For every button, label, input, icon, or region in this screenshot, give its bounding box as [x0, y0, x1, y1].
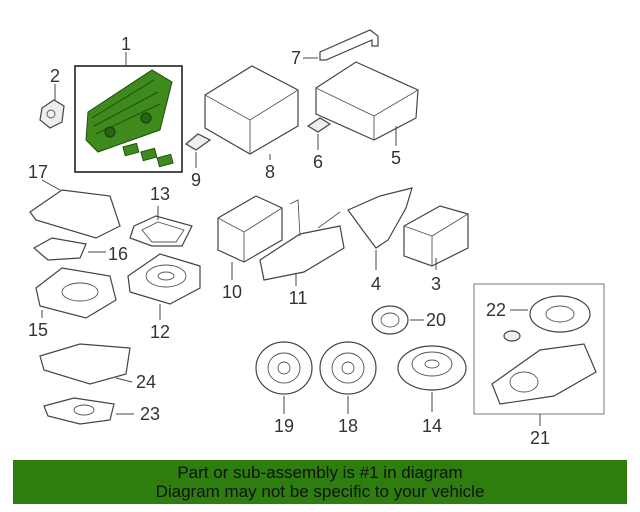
callout-2: 2 — [50, 66, 60, 86]
banner-line-1: Part or sub-assembly is #1 in diagram — [177, 463, 463, 482]
callout-13: 13 — [150, 184, 170, 204]
callout-19: 19 — [274, 416, 294, 436]
info-banner: Part or sub-assembly is #1 in diagram Di… — [13, 460, 627, 504]
callout-labels: 1 2 3 4 5 6 7 8 9 10 11 12 13 14 15 16 1… — [28, 34, 550, 448]
callout-8: 8 — [265, 162, 275, 182]
part-16-cover[interactable] — [32, 237, 87, 261]
part-7-bracket[interactable] — [319, 29, 379, 61]
part-13-gasket[interactable] — [129, 215, 193, 247]
callout-18: 18 — [338, 416, 358, 436]
part-17-trim-panel[interactable] — [29, 189, 121, 239]
callout-23: 23 — [140, 404, 160, 424]
part-2-knob[interactable] — [39, 99, 65, 129]
callout-22: 22 — [486, 300, 506, 320]
part-21-assembly[interactable] — [473, 283, 605, 415]
part-12-speaker[interactable] — [127, 253, 201, 305]
callout-4: 4 — [371, 274, 381, 294]
part-20-tweeter[interactable] — [371, 305, 409, 335]
part-23-bracket[interactable] — [43, 397, 115, 425]
callout-3: 3 — [431, 274, 441, 294]
part-8-module[interactable] — [204, 65, 299, 155]
callout-17: 17 — [28, 162, 48, 182]
part-10-amplifier[interactable] — [217, 195, 283, 263]
part-3-module[interactable] — [403, 205, 469, 267]
callout-1: 1 — [121, 34, 131, 54]
callout-21: 21 — [530, 428, 550, 448]
part-5-module[interactable] — [315, 61, 419, 141]
banner-line-2: Diagram may not be specific to your vehi… — [155, 482, 485, 501]
part-15-housing[interactable] — [35, 267, 117, 319]
part-22-tweeter[interactable] — [503, 295, 591, 342]
callout-12: 12 — [150, 322, 170, 342]
part-11-bracket[interactable] — [259, 199, 345, 281]
callout-6: 6 — [313, 152, 323, 172]
callout-11: 11 — [289, 288, 308, 308]
callout-15: 15 — [28, 320, 48, 340]
part-6-clip[interactable] — [306, 117, 332, 133]
part-19-speaker[interactable] — [255, 341, 313, 395]
parts-diagram: 1 2 3 4 5 6 7 8 9 10 11 12 13 14 15 16 1… — [28, 29, 605, 448]
callout-24: 24 — [136, 372, 156, 392]
callout-9: 9 — [191, 170, 201, 190]
callout-20: 20 — [426, 310, 446, 330]
callout-14: 14 — [422, 416, 442, 436]
part-4-bracket[interactable] — [347, 187, 413, 249]
part-1-control-panel[interactable] — [74, 65, 183, 173]
part-24-panel[interactable] — [39, 343, 131, 385]
part-18-speaker[interactable] — [319, 341, 377, 395]
callout-16: 16 — [108, 244, 128, 264]
leader-lines — [41, 52, 541, 426]
callout-7: 7 — [291, 48, 301, 68]
part-14-speaker[interactable] — [397, 345, 467, 391]
callout-10: 10 — [222, 282, 242, 302]
callout-5: 5 — [391, 148, 401, 168]
part-9-clip[interactable] — [184, 133, 212, 151]
